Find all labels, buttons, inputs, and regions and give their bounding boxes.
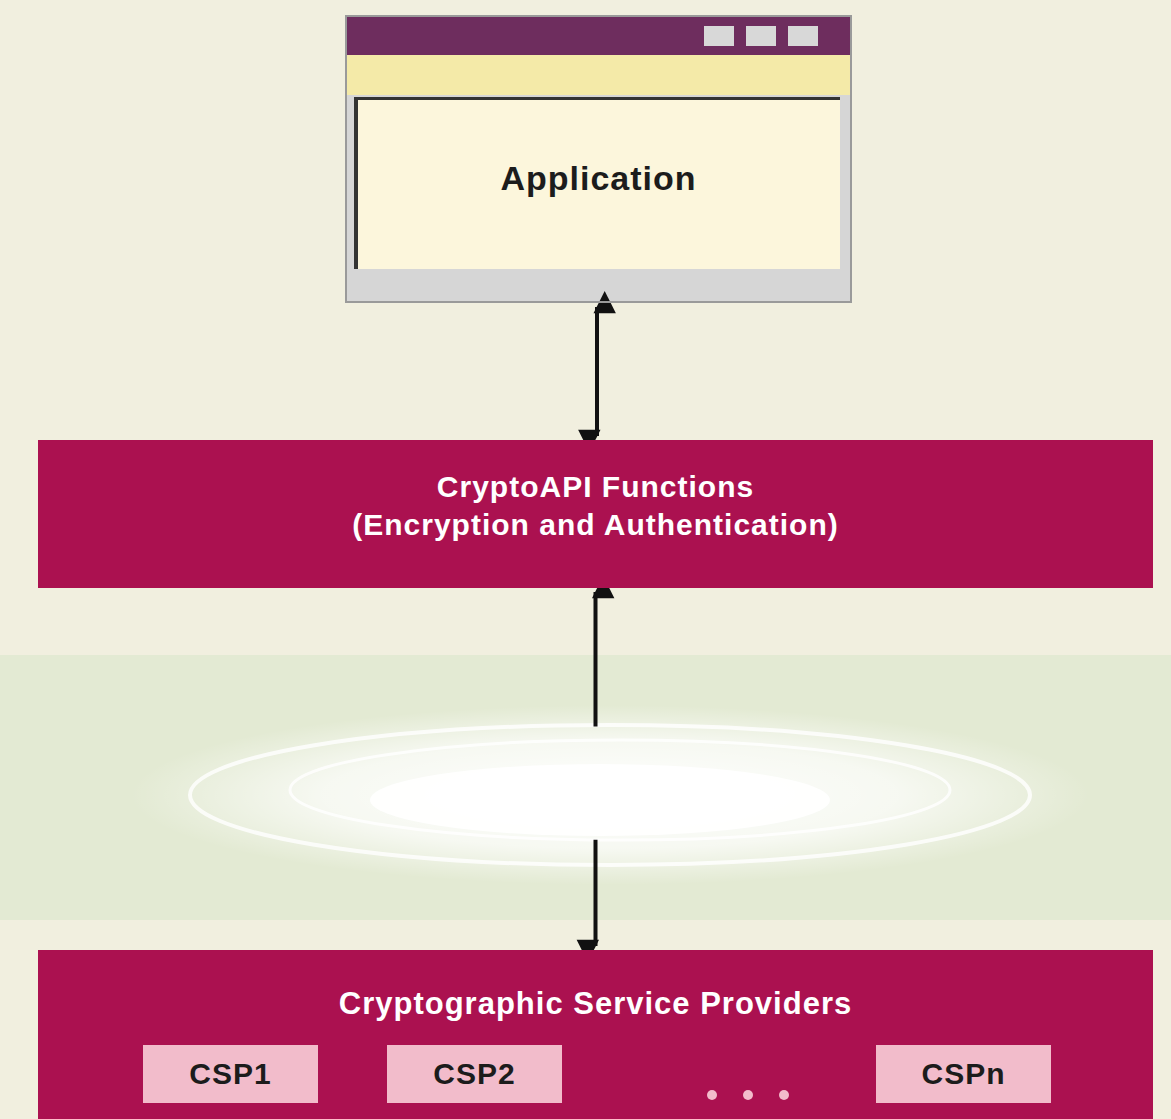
provider-band: Cryptographic Service ProvidersCSP1 CSP2 C… [38, 950, 1153, 1119]
api-band: CryptoAPI Functions(Encryption and Authe… [38, 440, 1153, 588]
node-title: CSPn [921, 1055, 1005, 1093]
node-title: Application [500, 157, 696, 200]
window-client [354, 97, 840, 269]
swirl-glow [130, 705, 1090, 885]
window-menubar [345, 55, 852, 95]
node-title: CSP2 [433, 1055, 515, 1093]
csp-box: CSPn [876, 1045, 1051, 1103]
ellipsis-dot [707, 1090, 717, 1100]
connector-arrow [594, 592, 598, 946]
csp-box: CSP2 [387, 1045, 562, 1103]
node-title: Cryptographic Service Providers [339, 985, 852, 1024]
node-title: CryptoAPI Functions [437, 468, 754, 506]
ellipsis-dot [743, 1090, 753, 1100]
window-frame [345, 15, 852, 303]
window-button [746, 26, 776, 46]
window-titlebar [345, 15, 852, 55]
green-band [0, 655, 1171, 920]
connector-arrow [595, 307, 599, 436]
window-client-edge [354, 97, 840, 100]
application-window: Application [345, 15, 852, 303]
window-button [704, 26, 734, 46]
window-button [788, 26, 818, 46]
node-subtitle: (Encryption and Authentication) [352, 506, 839, 544]
swirl-ring [290, 740, 950, 840]
ellipsis-dot [779, 1090, 789, 1100]
window-client-edge [354, 97, 358, 269]
node-title: CSP1 [189, 1055, 271, 1093]
csp-box: CSP1 [143, 1045, 318, 1103]
swirl-ring [190, 725, 1030, 865]
swirl-core [370, 764, 830, 836]
